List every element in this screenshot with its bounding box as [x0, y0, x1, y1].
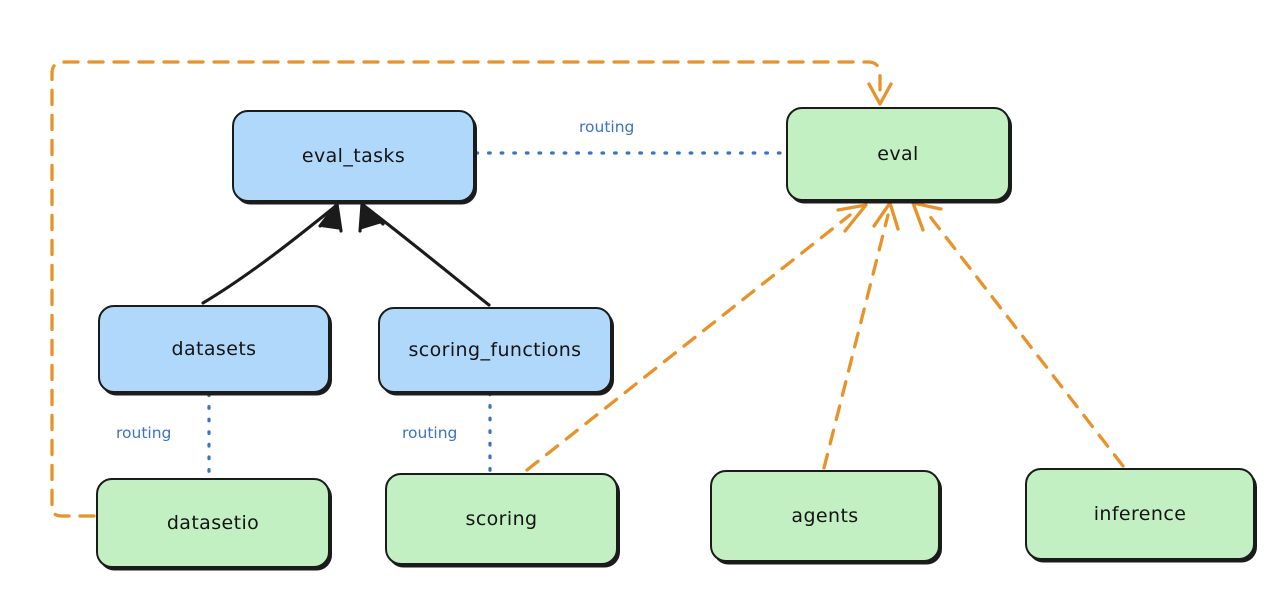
- edge-label-routing-datasets-datasetio: routing: [113, 424, 175, 442]
- node-label-datasetio: datasetio: [166, 512, 260, 534]
- edge-inference-to-eval: [911, 201, 1125, 468]
- node-label-datasets: datasets: [171, 338, 257, 360]
- node-datasets[interactable]: datasets: [98, 305, 330, 393]
- node-label-agents: agents: [791, 505, 859, 527]
- node-scoring_functions[interactable]: scoring_functions: [378, 307, 612, 393]
- node-agents[interactable]: agents: [710, 470, 940, 562]
- node-label-scoring_functions: scoring_functions: [408, 339, 582, 361]
- node-label-inference: inference: [1093, 503, 1187, 525]
- edge-scoring_functions-to-eval_tasks: [358, 202, 491, 307]
- node-eval[interactable]: eval: [786, 107, 1010, 201]
- node-inference[interactable]: inference: [1025, 468, 1255, 560]
- edge-datasets-to-eval_tasks: [201, 202, 343, 305]
- node-datasetio[interactable]: datasetio: [96, 478, 330, 568]
- node-eval_tasks[interactable]: eval_tasks: [232, 110, 475, 202]
- edge-agents-to-eval: [822, 201, 900, 470]
- edge-label-routing-scoring_functions-scoring: routing: [399, 424, 461, 442]
- node-label-eval_tasks: eval_tasks: [301, 145, 406, 167]
- node-label-scoring: scoring: [465, 508, 538, 530]
- edge-label-routing-eval_tasks-eval: routing: [576, 118, 638, 136]
- node-label-eval: eval: [877, 143, 919, 165]
- node-scoring[interactable]: scoring: [385, 473, 618, 565]
